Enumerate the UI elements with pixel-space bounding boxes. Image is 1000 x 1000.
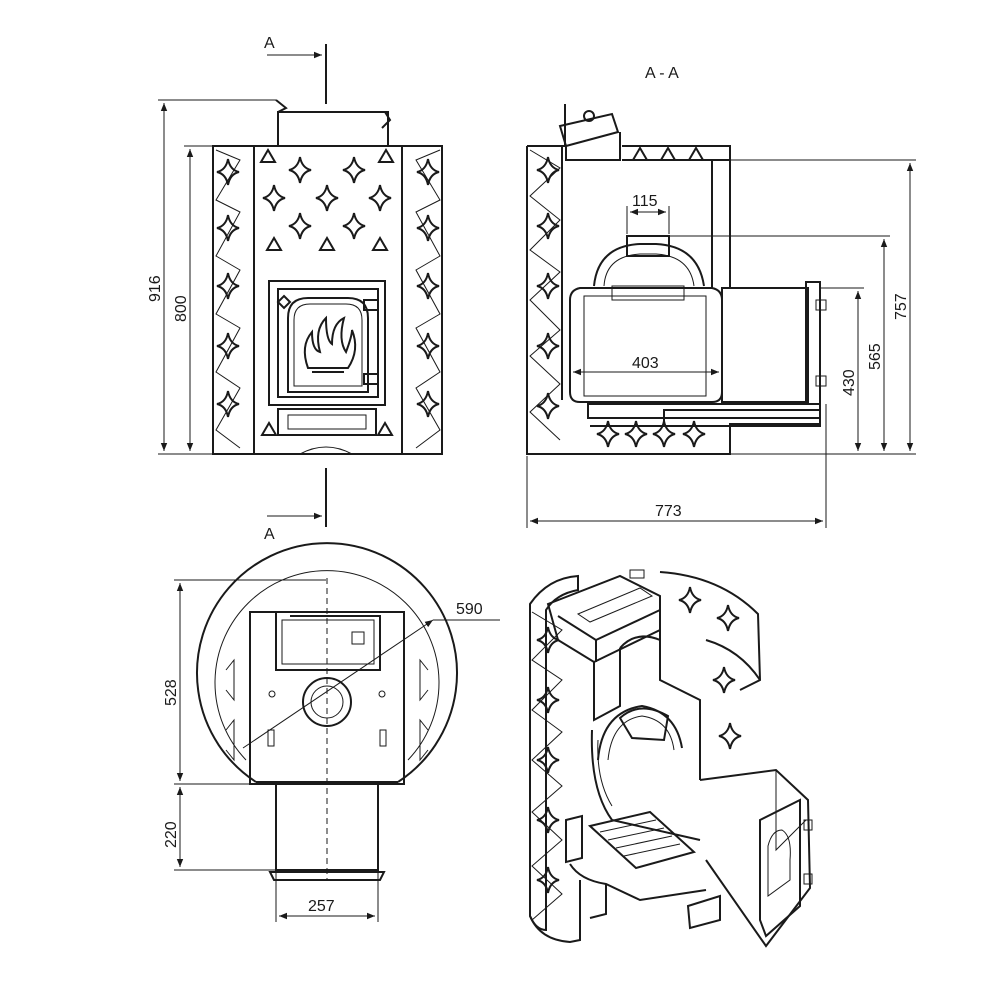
dim-115: 115 — [626, 193, 670, 234]
ash-pan — [277, 408, 377, 436]
cut-label-top: A — [264, 35, 275, 52]
dim-916: 916 — [147, 99, 276, 455]
dim-916-label: 916 — [147, 275, 164, 302]
dim-430: 430 — [820, 287, 864, 451]
top-tunnel — [275, 783, 379, 871]
section-pattern — [529, 147, 706, 448]
dim-528: 528 — [163, 579, 326, 785]
front-view: A A — [147, 35, 443, 543]
stone-box — [275, 99, 392, 147]
section-view: A - A — [526, 65, 916, 528]
dim-257-label: 257 — [308, 898, 335, 915]
dim-800-label: 800 — [173, 295, 190, 322]
section-stone-box — [558, 110, 621, 161]
dim-773-label: 773 — [655, 503, 682, 520]
flue-pipe — [626, 235, 670, 257]
dim-403-label: 403 — [632, 355, 659, 372]
dim-800: 800 — [173, 145, 212, 451]
dim-757-label: 757 — [893, 293, 910, 320]
dim-757: 757 — [730, 159, 916, 455]
section-cut-bottom: A — [264, 468, 327, 543]
dim-220-label: 220 — [163, 821, 180, 848]
section-cut-top: A — [264, 35, 327, 104]
dim-528-label: 528 — [163, 679, 180, 706]
stove-body — [212, 145, 443, 455]
top-view: 590 528 220 257 — [163, 542, 500, 922]
dim-565: 565 — [669, 235, 890, 451]
flame-icon — [303, 315, 357, 373]
dim-220: 220 — [163, 787, 276, 871]
dim-115-label: 115 — [632, 193, 658, 210]
dim-257: 257 — [275, 872, 379, 922]
dim-590-label: 590 — [456, 601, 483, 618]
side-pattern-right — [415, 149, 441, 449]
iso-door — [759, 798, 801, 938]
dim-590: 590 — [242, 601, 500, 749]
firebox — [569, 287, 723, 403]
dim-430-label: 430 — [841, 369, 858, 396]
section-title: A - A — [645, 65, 679, 82]
firebox-door — [268, 280, 386, 406]
cut-label-bottom: A — [264, 526, 275, 543]
dim-773: 773 — [526, 404, 827, 528]
dim-565-label: 565 — [867, 343, 884, 370]
isometric-cutaway — [529, 569, 813, 948]
fire-tunnel — [721, 287, 809, 403]
iso-grate — [587, 810, 697, 870]
dim-403: 403 — [573, 355, 719, 376]
side-pattern-left — [215, 149, 241, 449]
